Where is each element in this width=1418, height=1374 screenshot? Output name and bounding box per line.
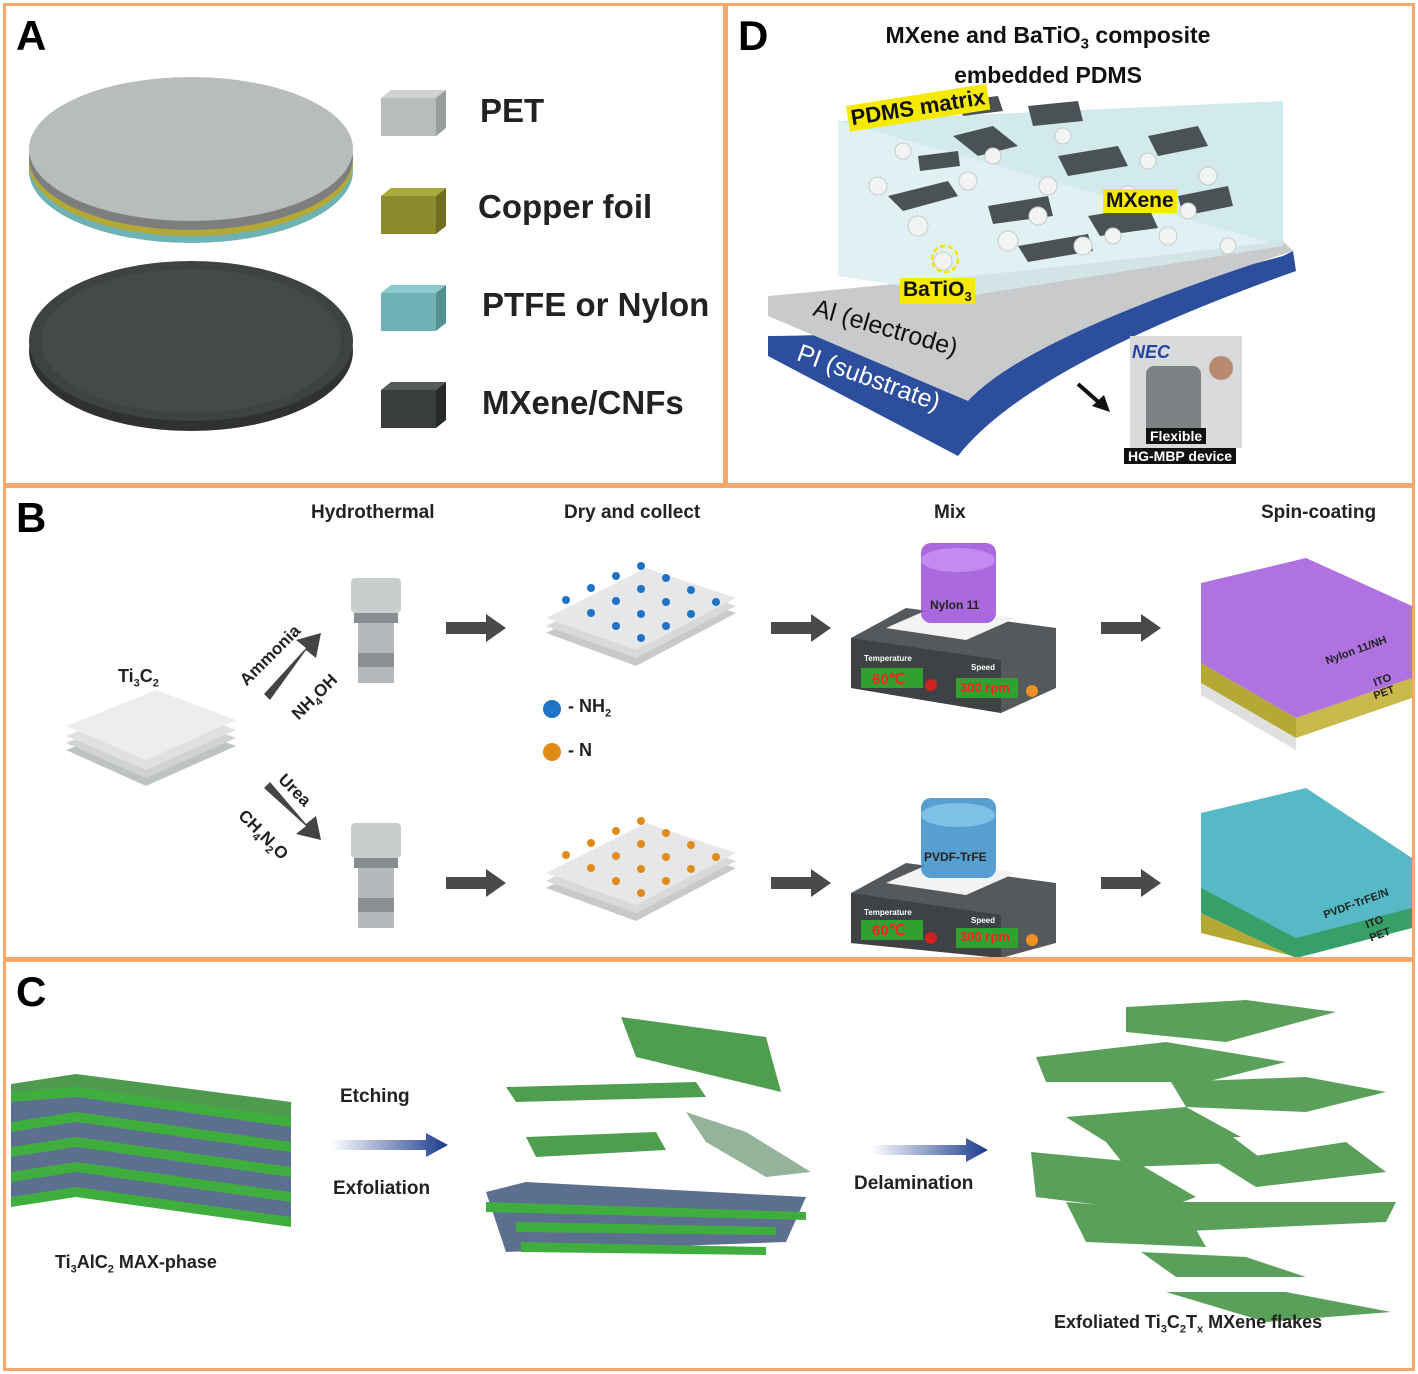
etching-label: Etching xyxy=(340,1086,410,1107)
arrow-3 xyxy=(1101,614,1161,642)
n-ball-icon xyxy=(543,743,561,761)
panel-c: C xyxy=(3,959,1415,1371)
speed-value-top: 300 rpm xyxy=(960,680,1010,695)
arrow-6 xyxy=(1101,869,1161,897)
legend-copper-foil: Copper foil xyxy=(478,188,653,225)
ptfe-cube-icon xyxy=(381,285,446,331)
delamination-arrow xyxy=(871,1138,988,1162)
speed-label-bottom: Speed xyxy=(971,916,996,925)
ammonia-arrow xyxy=(264,633,321,700)
exfoliated-flakes xyxy=(1031,1000,1396,1322)
ti3c2-label: Ti3C2 xyxy=(118,666,159,690)
pdms-device-illustration xyxy=(768,96,1296,456)
legend-nh2: - NH2 xyxy=(568,696,612,720)
speed-label-top: Speed xyxy=(971,663,996,672)
panel-b: B Hydrothermal Dry and collect Mix Spin-… xyxy=(3,485,1415,960)
pet-layer xyxy=(29,77,353,221)
arrow-5 xyxy=(771,869,831,897)
panel-a-label: A xyxy=(16,12,47,59)
panel-d-label: D xyxy=(738,12,769,59)
legend-ptfe-nylon: PTFE or Nylon xyxy=(482,286,710,323)
panel-b-label: B xyxy=(16,494,47,541)
nylon-film xyxy=(1201,558,1412,750)
step-hydrothermal: Hydrothermal xyxy=(311,502,435,523)
pet-cube-icon xyxy=(381,90,446,136)
copper-cube-icon xyxy=(381,188,446,234)
legend-n: - N xyxy=(568,740,592,760)
max-phase-stack xyxy=(11,1074,291,1227)
beaker-bottom-label: PVDF-TrFE xyxy=(924,850,987,864)
exfoliation-label: Exfoliation xyxy=(333,1178,431,1199)
panel-a: A PET Copper foi xyxy=(3,3,726,486)
step-spin-coating: Spin-coating xyxy=(1261,502,1377,523)
arrow-2 xyxy=(771,614,831,642)
al-electrode xyxy=(768,241,1293,401)
autoclave-top xyxy=(351,578,401,683)
autoclave-bottom xyxy=(351,823,401,928)
legend-mxene-cnfs: MXene/CNFs xyxy=(482,384,684,421)
batio3-label: BaTiO3 xyxy=(900,278,975,305)
exfoliation-illustration xyxy=(11,1000,1396,1322)
panel-d: D MXene and BaTiO3 composite embedded PD… xyxy=(725,3,1415,486)
arrow-1 xyxy=(446,614,506,642)
speed-value-bottom: 300 rpm xyxy=(960,929,1010,944)
panel-c-label: C xyxy=(16,968,47,1015)
mxene-label: MXene xyxy=(1103,189,1177,213)
nh2-ball-icon xyxy=(543,700,561,718)
mxene-cube-icon xyxy=(381,382,446,428)
pvdf-film xyxy=(1201,788,1412,957)
temp-value-top: 60℃ xyxy=(872,671,906,688)
stirrer-bottom xyxy=(851,798,1056,957)
step-dry-collect: Dry and collect xyxy=(564,502,701,523)
ti3c2-stack xyxy=(66,690,236,786)
temp-label-bottom: Temperature xyxy=(864,908,912,917)
temp-label-top: Temperature xyxy=(864,654,912,663)
panel-d-title: MXene and BaTiO3 composite embedded PDMS xyxy=(885,22,1211,88)
arrow-4 xyxy=(446,869,506,897)
step-mix: Mix xyxy=(934,502,966,523)
delamination-label: Delamination xyxy=(854,1173,974,1194)
exfoliated-middle xyxy=(486,1017,811,1255)
beaker-top-label: Nylon 11 xyxy=(930,598,980,612)
urea-arrow xyxy=(264,782,321,840)
layer-discs xyxy=(29,77,446,431)
stirrer-top xyxy=(851,543,1056,713)
photo-text: NEC xyxy=(1132,342,1171,362)
flakes-label: Exfoliated Ti3C2Tx MXene flakes xyxy=(1054,1312,1323,1336)
device-label: HG-MBP device xyxy=(1124,448,1236,464)
legend-pet: PET xyxy=(480,92,545,129)
etching-arrow xyxy=(331,1133,448,1157)
synthesis-workflow xyxy=(66,543,1412,957)
max-phase-label: Ti3AlC2 MAX-phase xyxy=(55,1252,217,1276)
flexible-label: Flexible xyxy=(1146,428,1207,444)
temp-value-bottom: 60℃ xyxy=(872,922,906,939)
